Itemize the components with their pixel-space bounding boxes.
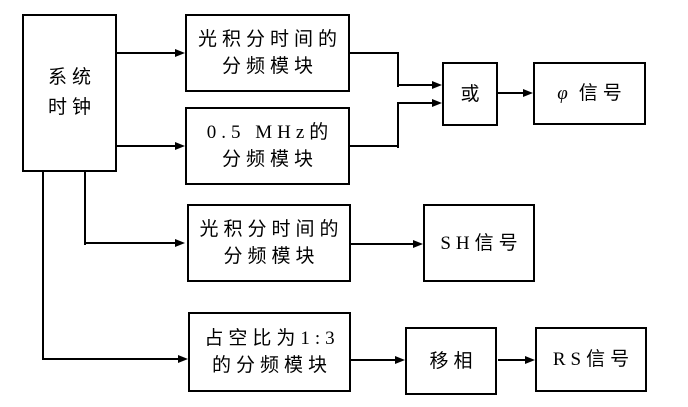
- connector-sysclock-to-mhz-arrowhead: [175, 142, 185, 150]
- connector-mhz-to-or-seg2: [397, 102, 399, 148]
- node-label-line: 时钟: [47, 97, 96, 118]
- connector-or-to-phi-arrowhead: [523, 89, 533, 97]
- node-label-line: 分频模块: [223, 246, 320, 267]
- node-0p5mhz-divider: 0.5 MHz的 分频模块: [185, 107, 350, 185]
- node-label-line: 0.5 MHz的: [206, 122, 334, 143]
- connector-sysclock-to-optical-mid-seg2: [84, 242, 179, 244]
- connector-sysclock-to-optical-mid-seg1: [84, 170, 86, 245]
- node-duty-ratio-divider: 占空比为1:3 的分频模块: [188, 312, 351, 392]
- node-label-line: 或: [460, 83, 485, 105]
- connector-sysclock-to-duty-seg1: [42, 170, 44, 360]
- connector-or-to-phi-line: [498, 92, 527, 94]
- connector-phase-to-rs-arrowhead: [525, 356, 535, 364]
- connector-phase-to-rs-line: [498, 359, 529, 361]
- node-label-line: 占空比为1:3: [204, 328, 340, 349]
- connector-sysclock-to-mhz-line: [117, 145, 179, 147]
- node-label-line: 分频模块: [221, 56, 318, 77]
- node-label-line: 系统: [47, 67, 96, 88]
- connector-sysclock-to-duty-seg2: [42, 358, 182, 360]
- connector-mhz-to-or-seg1: [350, 145, 399, 147]
- connector-mhz-to-or-seg3: [397, 102, 436, 104]
- node-optical-integration-divider-top: 光积分时间的 分频模块: [185, 14, 350, 92]
- node-label-line: SH信号: [440, 232, 523, 254]
- node-rs-signal: RS信号: [535, 327, 647, 392]
- node-label-text: 信号: [578, 83, 627, 104]
- node-label-line: RS信号: [552, 349, 635, 370]
- node-phase-shift: 移相: [405, 327, 497, 395]
- node-optical-integration-divider-mid: 光积分时间的 分频模块: [187, 204, 351, 282]
- node-label-line: 的分频模块: [211, 355, 332, 376]
- connector-optical-mid-to-sh-line: [351, 243, 417, 245]
- node-system-clock: 系统 时钟: [22, 14, 117, 172]
- connector-optical-top-to-or-arrowhead: [432, 81, 442, 89]
- connector-sysclock-to-optical-mid-arrowhead: [175, 239, 185, 247]
- connector-optical-top-to-or-seg1: [350, 52, 399, 54]
- connector-sysclock-to-optical-top-line: [117, 52, 179, 54]
- connector-optical-mid-to-sh-arrowhead: [413, 240, 423, 248]
- node-sh-signal: SH信号: [423, 204, 535, 282]
- connector-sysclock-to-optical-top-arrowhead: [175, 49, 185, 57]
- node-label-line: 移相: [429, 350, 478, 372]
- phi-symbol: φ: [557, 83, 573, 104]
- node-or-gate: 或: [442, 62, 498, 126]
- connector-optical-top-to-or-seg3: [397, 84, 436, 86]
- node-label-line: 光积分时间的: [197, 29, 342, 50]
- node-label-line: 分频模块: [221, 149, 318, 170]
- connector-duty-to-phase-arrowhead: [395, 356, 405, 364]
- connector-sysclock-to-duty-arrowhead: [178, 355, 188, 363]
- connector-optical-top-to-or-seg2: [397, 52, 399, 87]
- connector-mhz-to-or-arrowhead: [432, 99, 442, 107]
- node-label-line: 光积分时间的: [199, 219, 344, 240]
- connector-duty-to-phase-line: [351, 359, 399, 361]
